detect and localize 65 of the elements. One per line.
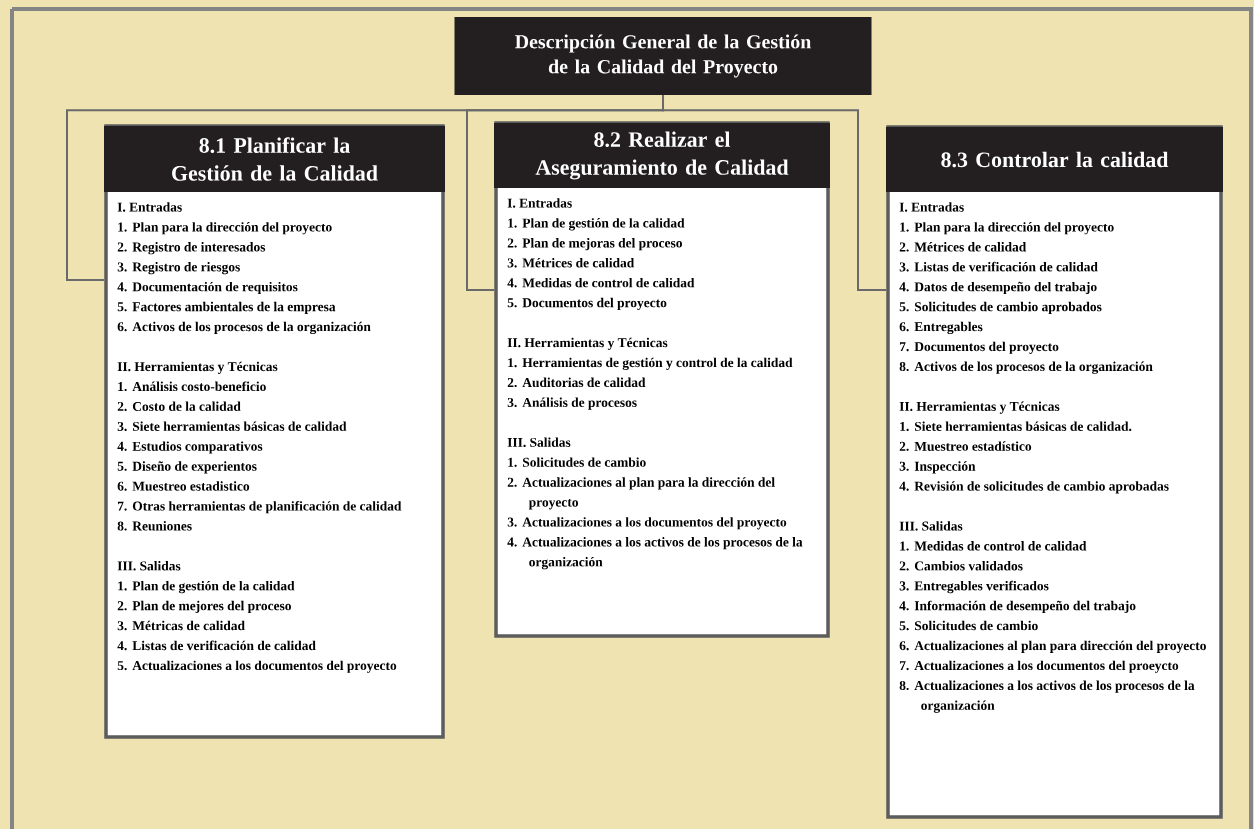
list-item: 6. Actualizaciones al plan para dirección del proyecto — [899, 640, 1206, 653]
list-item: 4. Listas de verificación de calidad — [117, 640, 316, 651]
list-item: 3. Inspección — [899, 461, 976, 474]
list-item: 4. Medidas de control de calidad — [507, 277, 695, 288]
section-heading: III. Salidas — [507, 437, 571, 447]
list-item: 3. Análisis de procesos — [507, 397, 637, 410]
section-heading: I. Entradas — [117, 202, 182, 212]
list-item: 2. Plan de mejores del proceso — [117, 600, 291, 614]
list-item: 5. Solicitudes de cambio — [899, 620, 1038, 631]
list-item: 1. Medidas de control de calidad — [900, 541, 1087, 551]
list-item: 2. Auditorias de calidad — [507, 377, 646, 388]
list-item: 6. Entregables — [899, 321, 983, 335]
list-item: 5. Documentos del proyecto — [507, 297, 667, 311]
list-item: 1. Plan de gestión de la calidad — [508, 218, 685, 231]
list-item: 3. Siete herramientas básicas de calidad — [117, 421, 347, 431]
section-heading: I. Entradas — [899, 202, 964, 212]
list-item: 3. Actualizaciones a los documentos del proyecto — [507, 517, 787, 530]
list-item: 3. Métrices de calidad — [507, 257, 635, 268]
list-item: 1. Solicitudes de cambio — [508, 457, 646, 467]
connector-line — [662, 94, 888, 291]
list-item: 1. Plan para la dirección del proyecto — [118, 222, 332, 235]
list-item: 3. Entregables verificados — [899, 580, 1049, 594]
list-item: 5. Solicitudes de cambio aprobados — [899, 301, 1102, 314]
title-box: Descripción General de la Gestión de la Calidad del Proyecto — [454, 17, 872, 95]
list-item: 3. Métricas de calidad — [117, 620, 245, 631]
list-item: 2. Plan de mejoras del proceso — [507, 238, 682, 251]
card-header: 8.3 Controlar la calidad — [886, 127, 1223, 192]
card-header: 8.2 Realizar el Aseguramiento de Calidad — [494, 123, 830, 188]
list-item: 7. Actualizaciones a los documentos del proeycto — [899, 660, 1179, 673]
list-item: 1. Plan de gestión de la calidad — [118, 580, 295, 594]
list-item: 4. Revisión de solicitudes de cambio aprobadas — [899, 481, 1169, 494]
list-item: 2. Muestreo estadístico — [899, 441, 1032, 451]
list-item: 8. Reuniones — [117, 521, 192, 531]
list-item: 6. Activos de los procesos de la organización — [117, 321, 371, 335]
list-item: 1. Siete herramientas básicas de calidad. — [900, 421, 1132, 431]
list-item: 5. Actualizaciones a los documentos del proyecto — [117, 660, 397, 673]
list-item: 1. Plan para la dirección del proyecto — [900, 222, 1114, 235]
card-header: 8.1 Planificar la Gestión de la Calidad — [104, 126, 445, 192]
list-item: 8. Activos de los procesos de la organización — [899, 361, 1153, 374]
list-item: 4. Datos de desempeño del trabajo — [899, 281, 1097, 295]
list-item: 2. Métrices de calidad — [899, 242, 1027, 252]
list-item: 4. Actualizaciones a los activos de los procesos de la organización — [507, 537, 803, 570]
list-item: 1. Herramientas de gestión y control de la calidad — [508, 357, 793, 370]
list-item: 3. Listas de verificación de calidad — [899, 261, 1098, 272]
list-item: 7. Otras herramientas de planificación de calidad — [117, 501, 402, 514]
list-item: 4. Documentación de requisitos — [117, 281, 298, 295]
list-item: 2. Cambios validados — [899, 561, 1023, 571]
list-item: 2. Costo de la calidad — [117, 401, 241, 412]
section-heading: II. Herramientas y Técnicas — [899, 401, 1060, 414]
list-item: 4. Información de desempeño del trabajo — [899, 600, 1136, 614]
list-item: 5. Factores ambientales de la empresa — [117, 301, 336, 314]
list-item: 3. Registro de riesgos — [117, 262, 240, 275]
list-item: 6. Muestreo estadistico — [117, 481, 250, 491]
section-heading: III. Salidas — [117, 561, 181, 571]
list-item: 8. Actualizaciones a los activos de los procesos de la organización — [899, 680, 1195, 713]
list-item: 7. Documentos del proyecto — [899, 341, 1059, 354]
list-item: 5. Diseño de experientos — [117, 461, 257, 474]
section-heading: III. Salidas — [899, 521, 963, 531]
list-item: 1. Análisis costo-beneficio — [118, 381, 266, 392]
section-heading: II. Herramientas y Técnicas — [117, 361, 278, 374]
section-heading: II. Herramientas y Técnicas — [507, 337, 668, 350]
section-heading: I. Entradas — [507, 198, 572, 208]
list-item: 4. Estudios comparativos — [117, 441, 263, 454]
list-item: 2. Registro de interesados — [117, 242, 266, 255]
list-item: 2. Actualizaciones al plan para la dirección del proyecto — [507, 477, 775, 510]
